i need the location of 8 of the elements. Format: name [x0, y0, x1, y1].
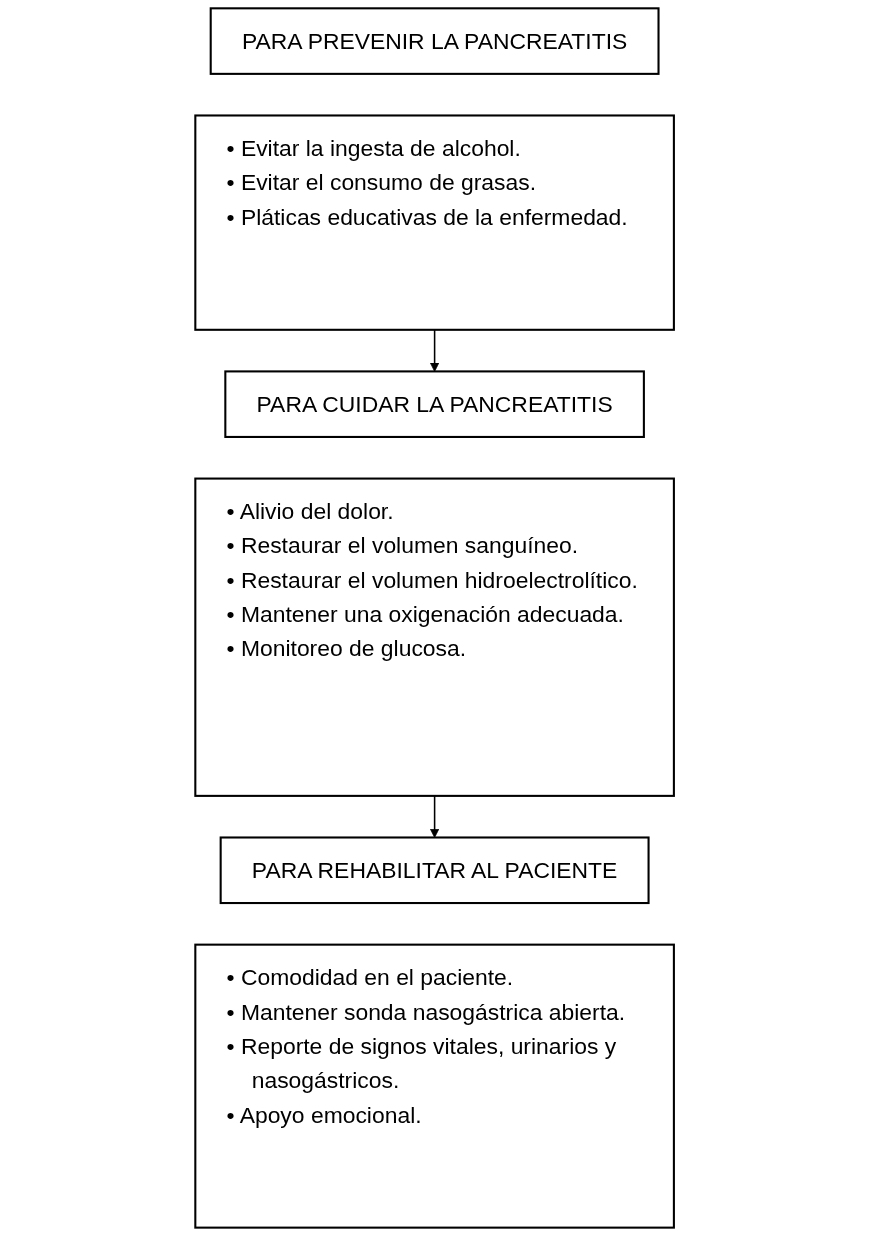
arrow	[429, 795, 440, 838]
node-box: PARA REHABILITAR AL PACIENTE	[219, 836, 650, 905]
node-box: • Comodidad en el paciente. • Mantener sonda nasogástrica abierta. • Reporte de signos vitales, urinarios y nasogástricos. • Apoyo emocional.	[194, 943, 675, 1229]
arrow	[429, 329, 440, 372]
node-box: PARA PREVENIR LA PANCREATITIS	[209, 7, 660, 75]
node-box: PARA CUIDAR LA PANCREATITIS	[224, 370, 645, 438]
node-box: • Evitar la ingesta de alcohol. • Evitar el consumo de grasas. • Pláticas educativas de la enfermedad.	[194, 114, 675, 331]
node-box: • Alivio del dolor. • Restaurar el volumen sanguíneo. • Restaurar el volumen hidroelectrolítico. • Mantener una oxigenación adecuada. • Monitoreo de glucosa.	[194, 477, 675, 797]
